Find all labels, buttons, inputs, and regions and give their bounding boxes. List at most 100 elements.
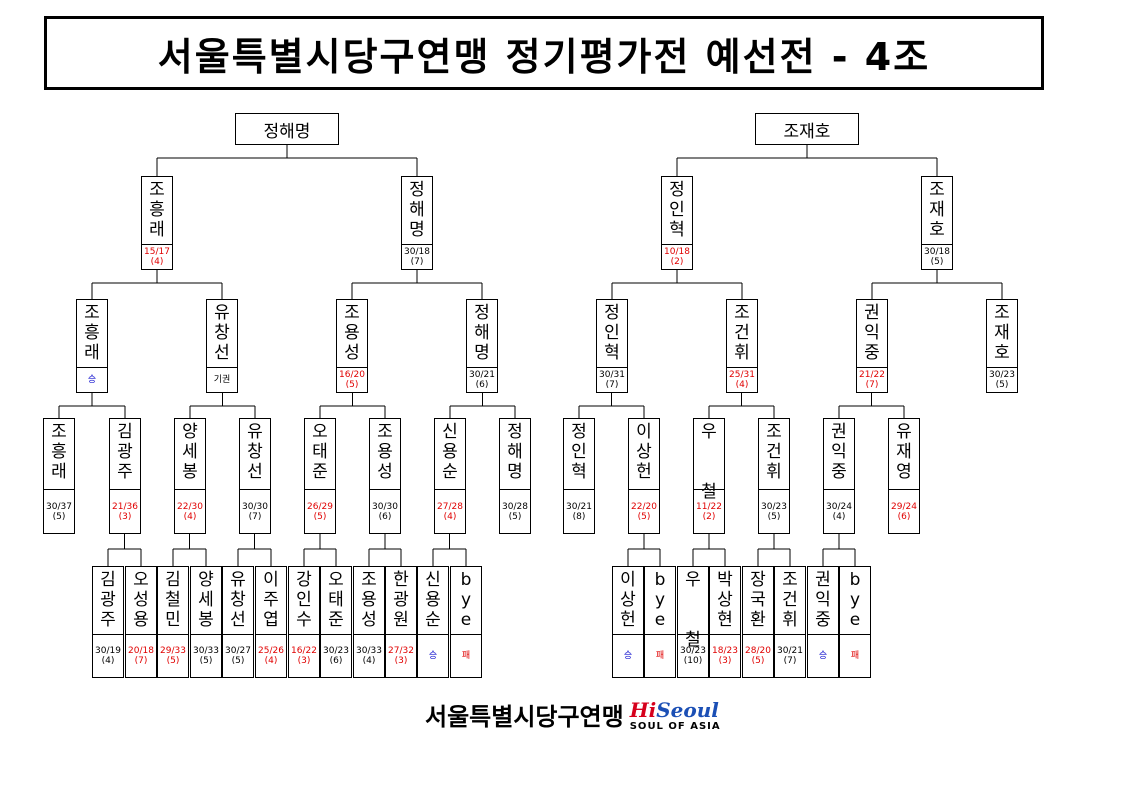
score-value: 30/31 bbox=[599, 370, 625, 380]
match-score: 25/26(4) bbox=[256, 635, 286, 677]
score-value: 승 bbox=[623, 651, 633, 661]
inning-count: (7) bbox=[410, 257, 424, 267]
inning-count: (3) bbox=[718, 656, 732, 666]
inning-count: (4) bbox=[362, 656, 376, 666]
score-value: 22/30 bbox=[177, 501, 203, 512]
match-score: 30/33(4) bbox=[354, 635, 384, 677]
inning-count: (5) bbox=[166, 656, 180, 666]
match-score: 30/28(5) bbox=[500, 490, 530, 533]
page-title: 서울특별시당구연맹 정기평가전 예선전 - 4조 bbox=[157, 34, 931, 79]
score-value: 25/26 bbox=[258, 646, 284, 656]
match-score: 25/31(4) bbox=[727, 368, 757, 392]
match-score: 30/23(6) bbox=[321, 635, 351, 677]
match-score: 패 bbox=[840, 635, 870, 677]
score-value: 11/22 bbox=[696, 501, 722, 512]
score-value: 30/23 bbox=[761, 501, 787, 512]
logo-hi: Hi bbox=[629, 698, 657, 722]
inning-count: (8) bbox=[572, 511, 586, 522]
score-value: 30/27 bbox=[225, 646, 251, 656]
inning-count: (6) bbox=[378, 511, 392, 522]
score-value: 15/17 bbox=[144, 247, 170, 257]
score-value: 패 bbox=[850, 651, 860, 661]
group-winner-box: 정해명 bbox=[235, 113, 339, 145]
score-value: 30/21 bbox=[469, 370, 495, 380]
score-value: 30/23 bbox=[989, 370, 1015, 380]
score-value: 승 bbox=[428, 651, 438, 661]
inning-count: (6) bbox=[475, 380, 489, 390]
match-score: 29/24(6) bbox=[889, 490, 919, 533]
score-value: 30/19 bbox=[95, 646, 121, 656]
inning-count: (2) bbox=[670, 257, 684, 267]
match-score: 21/36(3) bbox=[110, 490, 140, 533]
score-value: 22/20 bbox=[631, 501, 657, 512]
match-score: 승 bbox=[613, 635, 643, 677]
match-score: 30/30(7) bbox=[240, 490, 270, 533]
inning-count: (5) bbox=[751, 656, 765, 666]
match-score: 16/20(5) bbox=[337, 368, 367, 392]
score-value: 30/18 bbox=[404, 247, 430, 257]
match-score: 30/21(6) bbox=[467, 368, 497, 392]
score-value: 30/33 bbox=[356, 646, 382, 656]
player-name: 우 철 bbox=[685, 570, 701, 650]
title-box: 서울특별시당구연맹 정기평가전 예선전 - 4조 bbox=[44, 16, 1044, 90]
match-score: 26/29(5) bbox=[305, 490, 335, 533]
score-value: 21/22 bbox=[859, 370, 885, 380]
score-value: 26/29 bbox=[307, 501, 333, 512]
inning-count: (3) bbox=[297, 656, 311, 666]
match-score: 27/32(3) bbox=[386, 635, 416, 677]
match-score: 승 bbox=[808, 635, 838, 677]
score-value: 21/36 bbox=[112, 501, 138, 512]
inning-count: (4) bbox=[832, 511, 846, 522]
score-value: 승 bbox=[87, 375, 97, 385]
match-score: 21/22(7) bbox=[857, 368, 887, 392]
inning-count: (5) bbox=[52, 511, 66, 522]
score-value: 기권 bbox=[213, 375, 231, 385]
match-score: 패 bbox=[451, 635, 481, 677]
inning-count: (5) bbox=[930, 257, 944, 267]
match-score: 29/33(5) bbox=[158, 635, 188, 677]
score-value: 승 bbox=[818, 651, 828, 661]
inning-count: (10) bbox=[683, 656, 703, 666]
